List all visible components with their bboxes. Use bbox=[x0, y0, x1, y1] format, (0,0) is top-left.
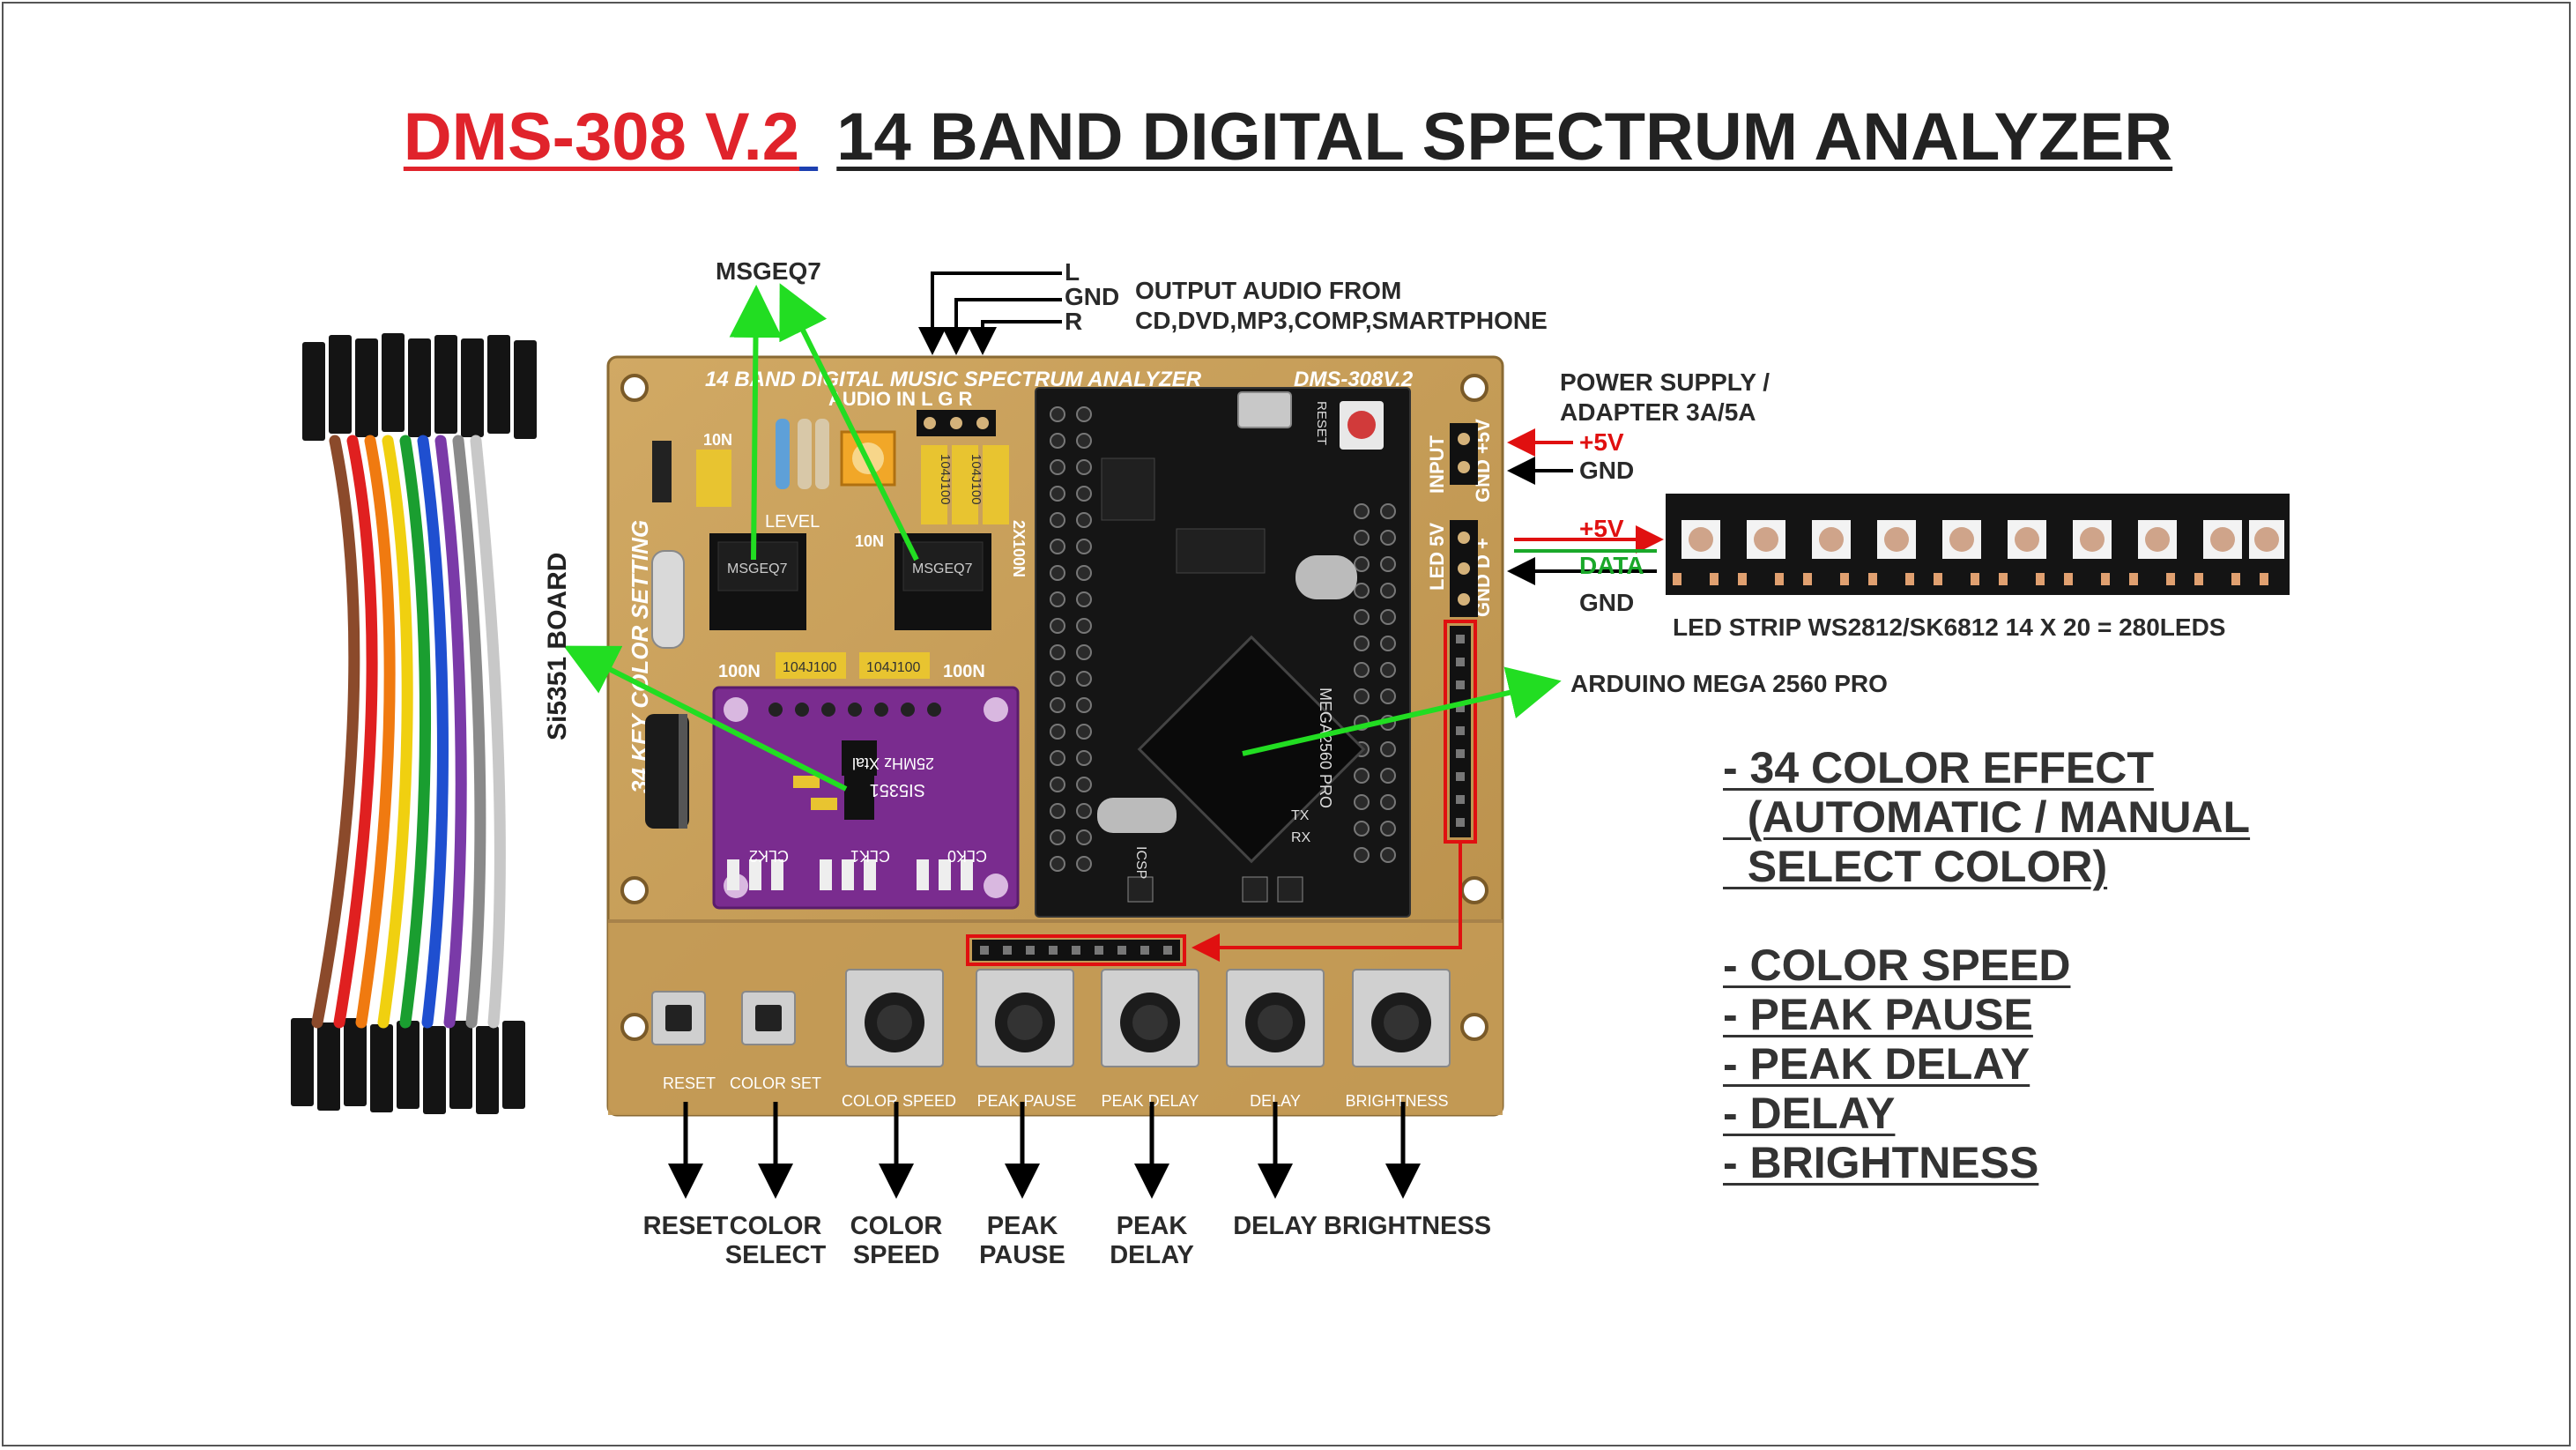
feature-item: - PEAK PAUSE bbox=[1723, 990, 2033, 1039]
board-pot-label-3: PEAK PAUSE bbox=[977, 1092, 1077, 1110]
board-104-1: 104J100 bbox=[783, 660, 836, 675]
feature-item: - COLOR SPEED bbox=[1723, 941, 2071, 990]
audio-input-arrows bbox=[918, 271, 1062, 355]
arduino-rx-text: RX bbox=[1291, 830, 1311, 845]
arduino-tx-text: TX bbox=[1291, 808, 1310, 823]
si5351-chip-text: SI5351 bbox=[870, 780, 925, 799]
output-audio-label-2: CD,DVD,MP3,COMP,SMARTPHONE bbox=[1135, 307, 1548, 334]
board-100n-2: 100N bbox=[943, 662, 985, 681]
si5351-clk0: CLK0 bbox=[947, 847, 987, 865]
si5351-board-label: Si5351 BOARD bbox=[543, 553, 572, 740]
bottom-label-brightness: BRIGHTNESS bbox=[1324, 1212, 1492, 1240]
electrolytic-capacitor bbox=[645, 714, 689, 829]
audio-gnd-label: GND bbox=[1065, 283, 1120, 310]
feature-item: - 34 COLOR EFFECT bbox=[1723, 743, 2154, 792]
power-supply-label-1: POWER SUPPLY / bbox=[1560, 368, 1771, 396]
led-strip-icon bbox=[1666, 494, 2290, 595]
audio-r-label: R bbox=[1065, 308, 1083, 335]
msgeq7-label: MSGEQ7 bbox=[716, 257, 821, 285]
bottom-control-arrows bbox=[668, 1102, 1421, 1199]
si5351-module bbox=[712, 686, 1020, 910]
board-level-text: LEVEL bbox=[765, 512, 820, 532]
led-output-header bbox=[1450, 520, 1478, 617]
rainbow-dupont-cable-icon bbox=[291, 333, 537, 1114]
feature-item: - DELAY bbox=[1723, 1089, 1896, 1138]
title-rest: 14 BAND DIGITAL SPECTRUM ANALYZER bbox=[836, 100, 2173, 175]
msgeq7-chip-2-text: MSGEQ7 bbox=[912, 561, 973, 576]
board-100n-1: 100N bbox=[718, 662, 761, 681]
board-104-3: 104J100 bbox=[938, 454, 953, 505]
gnd-led-label: GND bbox=[1579, 589, 1635, 616]
board-input-text: INPUT bbox=[1426, 435, 1448, 494]
audio-l-label: L bbox=[1065, 258, 1080, 286]
board-pot-label-2: COLOR SPEED bbox=[842, 1092, 956, 1110]
arduino-icsp-text: ICSP bbox=[1133, 846, 1148, 879]
msgeq7-chip-1-text: MSGEQ7 bbox=[727, 561, 788, 576]
power-input-header bbox=[1450, 423, 1478, 485]
board-10n-1: 10N bbox=[703, 431, 732, 449]
si5351-freq-text: 25MHz Xtal bbox=[852, 755, 934, 772]
board-led5v-text: LED 5V bbox=[1426, 523, 1448, 591]
feature-item: - BRIGHTNESS bbox=[1723, 1138, 2039, 1187]
output-audio-label-1: OUTPUT AUDIO FROM bbox=[1135, 277, 1402, 304]
board-pot-label-6: BRIGHTNESS bbox=[1345, 1092, 1448, 1110]
board-104-2: 104J100 bbox=[866, 660, 920, 675]
board-104-4: 104J100 bbox=[969, 454, 984, 505]
board-pot-label-0: RESET bbox=[663, 1074, 716, 1092]
film-capacitors bbox=[696, 445, 1009, 679]
arduino-mega-text: MEGA2560 PRO bbox=[1317, 688, 1334, 808]
key-pin-header bbox=[1444, 620, 1477, 844]
level-trimmer bbox=[840, 430, 896, 487]
title-model: DMS-308 V.2 bbox=[403, 100, 800, 175]
bottom-label-delay: DELAY bbox=[1233, 1212, 1318, 1240]
resistors bbox=[651, 419, 829, 649]
si5351-clk2: CLK2 bbox=[749, 847, 789, 865]
board-10n-2: 10N bbox=[855, 532, 884, 550]
led-strip-label: LED STRIP WS2812/SK6812 14 X 20 = 280LED… bbox=[1673, 613, 2226, 641]
tactile-button-icon bbox=[651, 991, 796, 1045]
board-pot-label-5: DELAY bbox=[1250, 1092, 1301, 1110]
gnd-input-label: GND bbox=[1579, 457, 1635, 484]
plus5v-input-label: +5V bbox=[1579, 428, 1624, 456]
msgeq7-chip-1 bbox=[709, 533, 806, 630]
rotary-potentiometer-icon bbox=[845, 969, 1451, 1067]
board-audio-in-text: AUDIO IN L G R bbox=[828, 388, 972, 410]
audio-in-header bbox=[917, 410, 996, 436]
pot-pin-header bbox=[966, 934, 1186, 966]
si5351-clk1: CLK1 bbox=[850, 847, 890, 865]
board-control-labels: RESET COLOR SET COLOR SPEED PEAK PAUSE P… bbox=[663, 1074, 1449, 1110]
feature-item: - PEAK DELAY bbox=[1723, 1039, 2030, 1089]
feature-item: (AUTOMATIC / MANUAL bbox=[1723, 792, 2251, 842]
page-title: DMS-308 V.2 14 BAND DIGITAL SPECTRUM ANA… bbox=[0, 99, 2576, 175]
board-2x100n: 2X100N bbox=[1010, 520, 1028, 577]
arduino-mega-2560-pro bbox=[1035, 387, 1411, 918]
header-link-arrow bbox=[1191, 842, 1462, 962]
data-led-label: DATA bbox=[1579, 552, 1644, 579]
power-supply-label-2: ADAPTER 3A/5A bbox=[1560, 398, 1756, 426]
green-pointer-arrows bbox=[563, 283, 1562, 792]
arduino-label: ARDUINO MEGA 2560 PRO bbox=[1570, 670, 1888, 697]
board-pot-label-1: COLOR SET bbox=[730, 1074, 821, 1092]
board-pot-label-4: PEAK DELAY bbox=[1102, 1092, 1199, 1110]
feature-item: SELECT COLOR) bbox=[1723, 842, 2108, 891]
bottom-label-reset: RESET bbox=[642, 1212, 729, 1240]
plus5v-led-label: +5V bbox=[1579, 515, 1624, 542]
arduino-reset-text: RESET bbox=[1314, 401, 1329, 445]
